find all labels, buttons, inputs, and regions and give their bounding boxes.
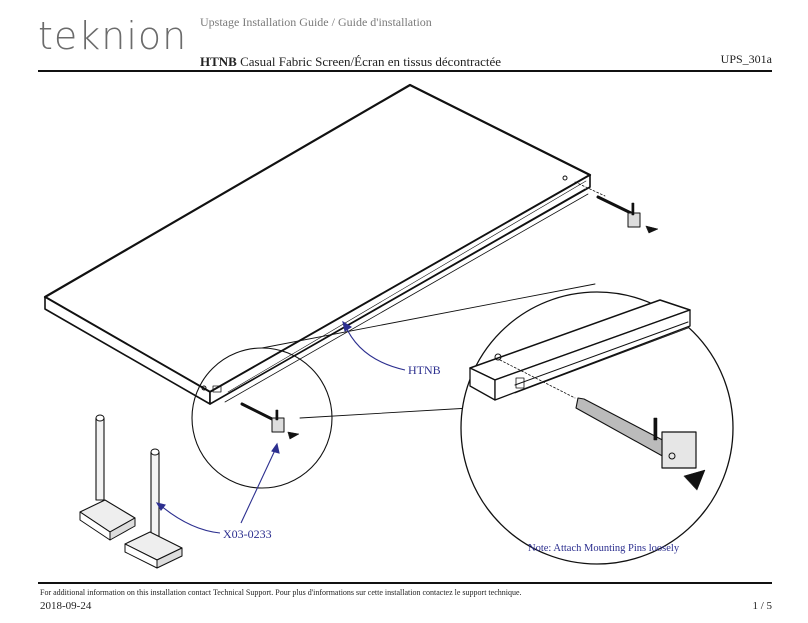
document-code: UPS_301a <box>720 52 772 66</box>
detail-circle-large <box>460 291 734 565</box>
mounting-pin-left <box>79 414 136 541</box>
mounting-pin-right <box>596 195 659 234</box>
header-rule <box>38 70 772 72</box>
product-name: Casual Fabric Screen/Écran en tissus déc… <box>236 54 502 69</box>
page-number: 1 / 5 <box>752 600 772 612</box>
mounting-pin-right-standing <box>124 448 183 569</box>
part-callout: X03-0233 <box>223 527 272 541</box>
footer-rule <box>38 582 772 584</box>
guide-title: Upstage Installation Guide / Guide d'ins… <box>200 15 432 29</box>
installation-note: Note: Attach Mounting Pins loosely <box>528 543 680 554</box>
fabric-screen-panel <box>43 83 592 405</box>
document-date: 2018-09-24 <box>40 600 92 612</box>
panel-callout: HTNB <box>408 363 441 377</box>
support-note: For additional information on this insta… <box>40 588 522 597</box>
product-title: HTNB Casual Fabric Screen/Écran en tissu… <box>200 54 501 70</box>
teknion-logo: teknion <box>38 14 188 58</box>
product-code: HTNB <box>200 54 237 69</box>
